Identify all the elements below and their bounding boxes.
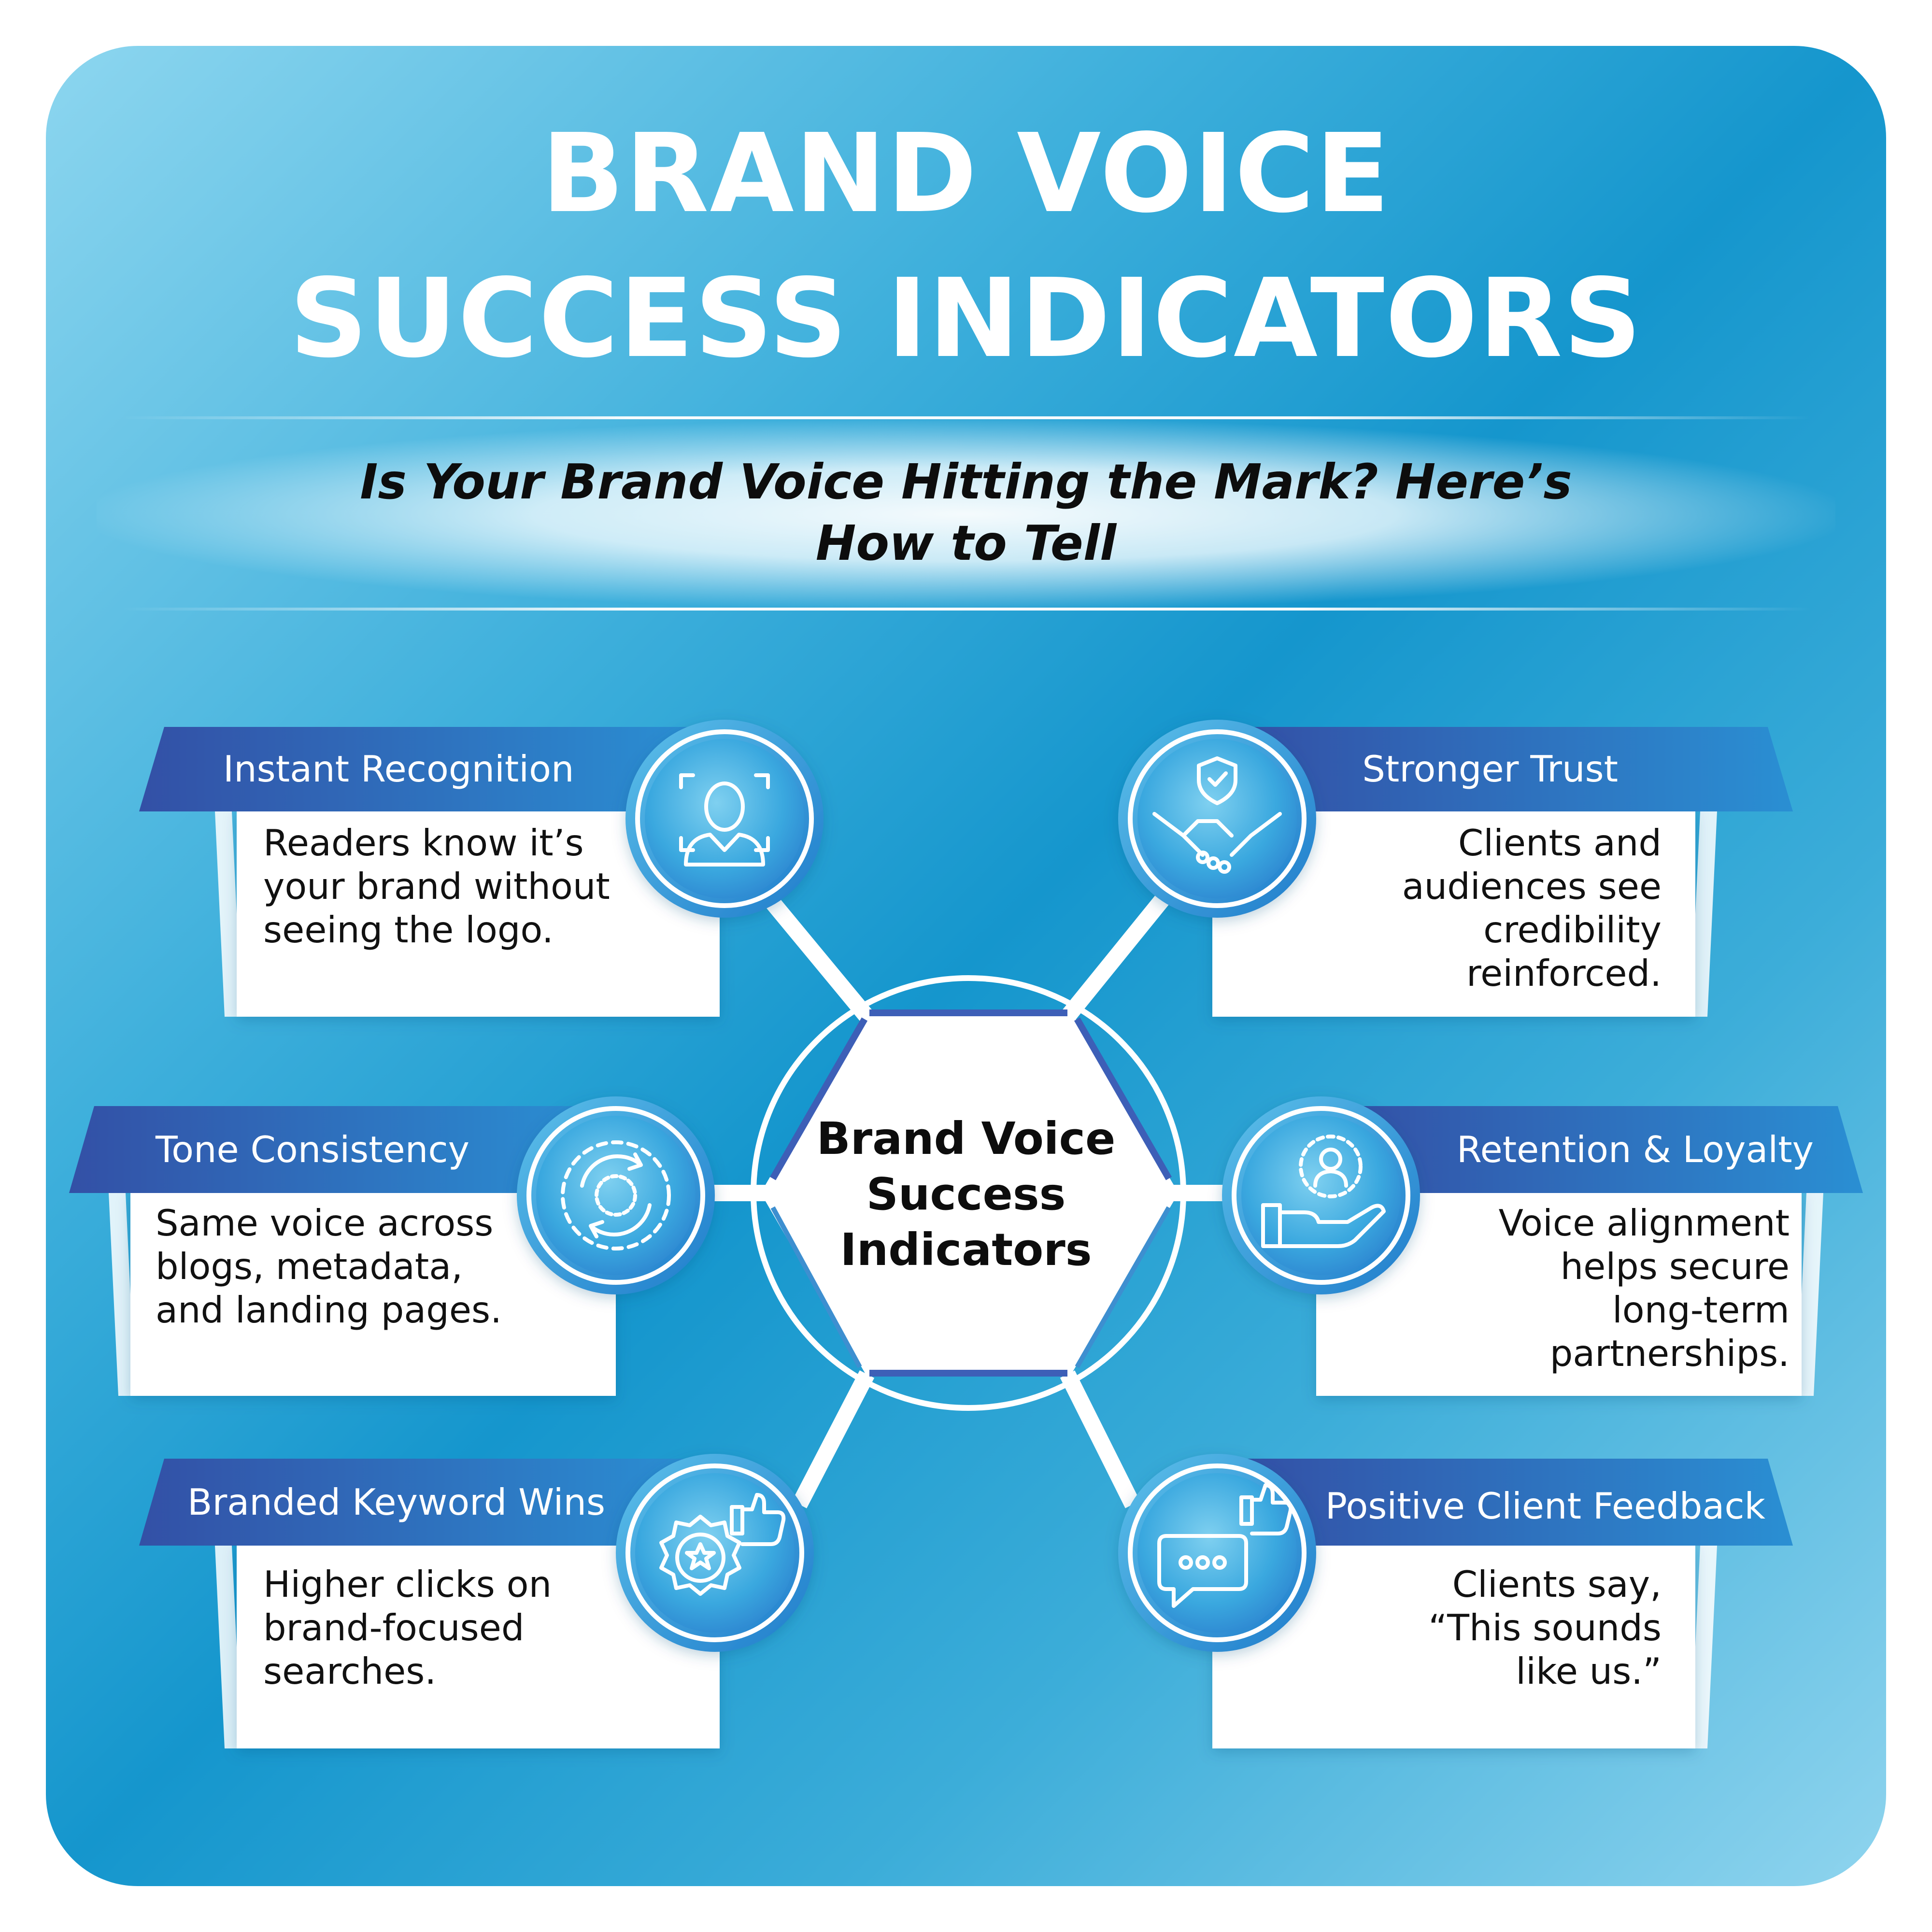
card-title-bar xyxy=(1236,1459,1793,1546)
card-side-accent xyxy=(1690,811,1717,1017)
connector-bottom-right xyxy=(1060,1370,1140,1508)
card-title-bar xyxy=(139,1459,696,1546)
hex-accent-upper-left xyxy=(769,1017,868,1180)
card-body-line: searches. xyxy=(263,1650,437,1692)
card-title-stronger-trust: Stronger Trust xyxy=(1362,748,1618,790)
card-body-line: Clients and xyxy=(1458,822,1662,864)
card-body-line: Same voice across xyxy=(156,1202,494,1244)
chat-thumbs-up-icon xyxy=(1118,1454,1316,1652)
card-body-line: seeing the logo. xyxy=(263,909,554,951)
main-title-line-2: SUCCESS INDICATORS xyxy=(289,256,1643,382)
card-body-line: and landing pages. xyxy=(156,1289,502,1331)
card-title-instant-recognition: Instant Recognition xyxy=(223,748,574,790)
card-body-stronger-trust: Clients and audiences see credibility re… xyxy=(1275,821,1662,995)
card-title-tone-consistency: Tone Consistency xyxy=(156,1128,469,1171)
main-title-line-1: BRAND VOICE xyxy=(541,111,1391,237)
connector-bottom-left xyxy=(792,1370,875,1508)
card-body-line: helps secure xyxy=(1560,1245,1790,1288)
card-body-line: Clients say, xyxy=(1452,1563,1662,1605)
card-body-line: “This sounds xyxy=(1428,1606,1662,1649)
card-body-line: reinforced. xyxy=(1466,952,1662,994)
card-body-instant-recognition: Readers know it’s your brand without see… xyxy=(263,821,650,952)
card-title-bar xyxy=(139,727,696,811)
card-body-branded-keyword-wins: Higher clicks on brand-focused searches. xyxy=(263,1563,650,1693)
face-scan-icon xyxy=(625,720,824,918)
card-side-accent xyxy=(1690,1546,1717,1748)
card-body-line: Voice alignment xyxy=(1498,1202,1790,1244)
center-label-line-1: Brand Voice xyxy=(816,1113,1116,1165)
card-side-accent xyxy=(215,1546,242,1748)
card-body-line: your brand without xyxy=(263,865,610,908)
hex-accent-upper-right xyxy=(1074,1017,1172,1180)
subtitle-top-rule xyxy=(121,416,1811,419)
card-body-line: Readers know it’s xyxy=(263,822,584,864)
card-body-positive-client-feedback: Clients say, “This sounds like us.” xyxy=(1275,1563,1662,1693)
card-body-line: partnerships. xyxy=(1549,1332,1790,1375)
badge-thumbs-up-icon xyxy=(616,1454,814,1652)
hand-holding-user-icon xyxy=(1222,1096,1420,1294)
card-title-positive-client-feedback: Positive Client Feedback xyxy=(1325,1485,1765,1527)
card-body-retention-loyalty: Voice alignment helps secure long-term p… xyxy=(1401,1201,1790,1375)
card-body-line: blogs, metadata, xyxy=(156,1245,463,1288)
card-body-line: Higher clicks on xyxy=(263,1563,552,1605)
subtitle-line-1: Is Your Brand Voice Hitting the Mark? He… xyxy=(360,454,1572,510)
shield-handshake-icon xyxy=(1118,720,1316,918)
center-hub xyxy=(751,975,1186,1411)
card-title-bar xyxy=(69,1106,594,1193)
refresh-cycle-icon xyxy=(517,1096,715,1294)
card-side-accent xyxy=(1797,1193,1823,1396)
hex-accent-lower-left xyxy=(770,1206,862,1368)
card-title-branded-keyword-wins: Branded Keyword Wins xyxy=(187,1481,606,1523)
card-title-bar xyxy=(1236,727,1793,811)
indicator-card-instant-recognition xyxy=(139,727,720,1017)
card-body-line: long-term xyxy=(1612,1289,1790,1331)
card-side-accent xyxy=(215,811,242,1017)
card-body-line: brand-focused xyxy=(263,1606,525,1649)
card-body-line: credibility xyxy=(1483,909,1662,951)
center-hub-label: Brand Voice Success Indicators xyxy=(797,1111,1135,1278)
card-body-line: audiences see xyxy=(1402,865,1662,908)
card-body-tone-consistency: Same voice across blogs, metadata, and l… xyxy=(156,1201,542,1332)
card-title-retention-loyalty: Retention & Loyalty xyxy=(1456,1128,1814,1171)
center-label-line-2: Success xyxy=(866,1168,1066,1220)
card-side-accent xyxy=(109,1193,135,1396)
card-body-line: like us.” xyxy=(1516,1650,1662,1692)
indicator-card-stronger-trust xyxy=(1212,727,1793,1017)
indicator-card-branded-keyword-wins xyxy=(139,1459,720,1748)
subtitle-band xyxy=(97,420,1835,609)
hex-accent-lower-right xyxy=(1075,1206,1171,1368)
center-hub-hexagon xyxy=(761,1009,1179,1377)
center-label-line-3: Indicators xyxy=(840,1224,1092,1276)
card-title-bar xyxy=(1338,1106,1863,1193)
center-hub-ring xyxy=(751,975,1186,1411)
subtitle-line-2: How to Tell xyxy=(815,515,1117,571)
subtitle-bottom-rule xyxy=(121,608,1811,611)
